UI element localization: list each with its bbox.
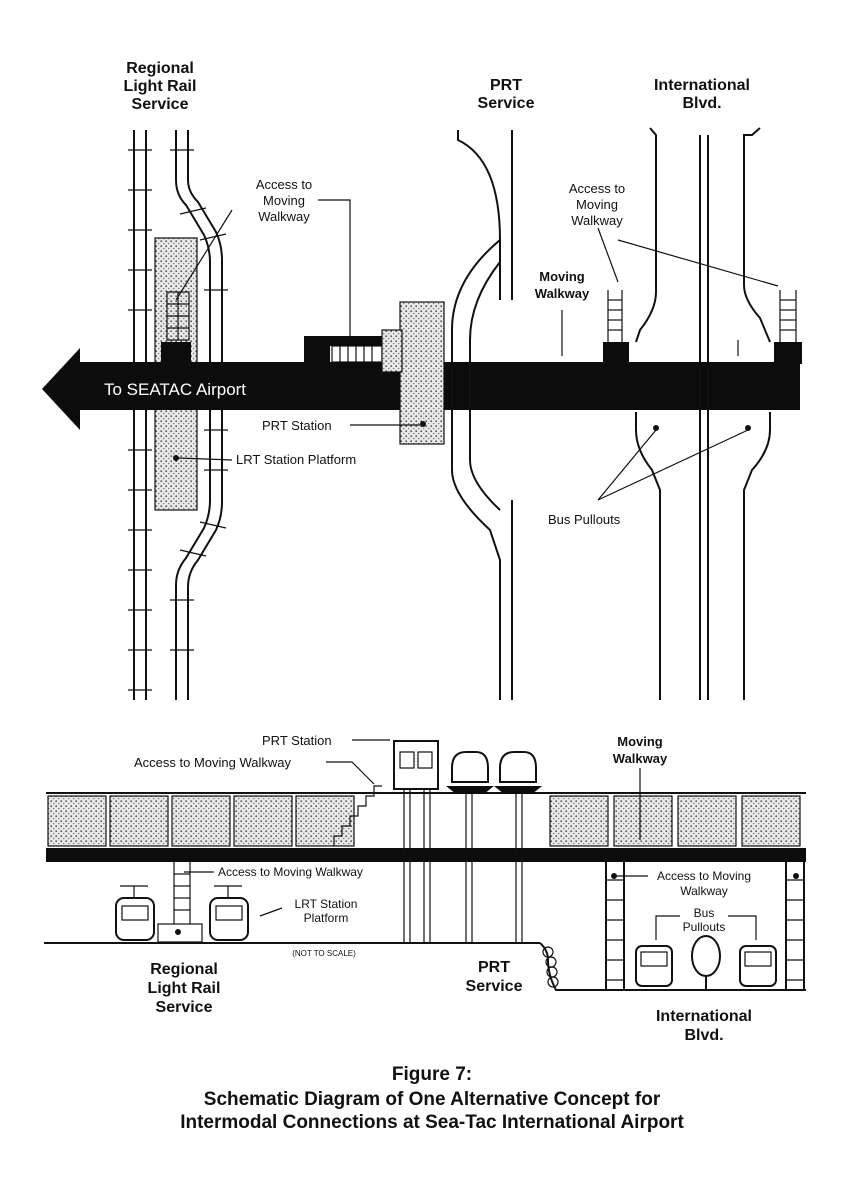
plan-prt-station-label: PRT Station — [262, 418, 332, 433]
plan-prt-label-1: PRT — [490, 77, 522, 94]
plan-access-left-1: Access to — [256, 177, 312, 192]
to-seatac-label: To SEATAC Airport — [104, 380, 246, 399]
plan-view: Regional Light Rail Service PRT Service … — [42, 60, 802, 700]
plan-access-right-3: Walkway — [571, 213, 623, 228]
plan-access-left-2: Moving — [263, 193, 305, 208]
section-intl-label-2: Blvd. — [684, 1027, 723, 1044]
section-prt-station-label: PRT Station — [262, 733, 332, 748]
section-leader-lines — [184, 739, 757, 940]
plan-moving-walkway-1: Moving — [539, 269, 585, 284]
plan-access-right-2: Moving — [576, 197, 618, 212]
figure-number: Figure 7: — [391, 1064, 473, 1085]
section-access-right-2: Walkway — [680, 884, 728, 898]
section-access-top-label: Access to Moving Walkway — [134, 755, 292, 770]
plan-intl-label-1: International — [654, 77, 750, 94]
section-moving-walkway-2: Walkway — [613, 751, 668, 766]
section-structure — [46, 785, 806, 862]
plan-rlr-label-2: Light Rail — [124, 78, 197, 95]
plan-rlr-label-3: Service — [132, 96, 189, 113]
international-blvd-plan — [607, 127, 797, 700]
section-ground — [44, 942, 806, 991]
plan-access-left-3: Walkway — [258, 209, 310, 224]
section-access-left-label: Access to Moving Walkway — [218, 865, 363, 879]
plan-prt-label-2: Service — [478, 95, 535, 112]
section-prt-label-1: PRT — [478, 959, 510, 976]
section-intl-blvd — [605, 862, 805, 990]
section-lrt-platform-2: Platform — [304, 911, 349, 925]
section-intl-label-1: International — [656, 1008, 752, 1025]
plan-access-right-1: Access to — [569, 181, 625, 196]
section-rlr-label-3: Service — [156, 999, 213, 1016]
section-moving-walkway-1: Moving — [617, 734, 663, 749]
section-view: PRT Station Access to Moving Walkway Mov… — [44, 733, 806, 1044]
section-bus-pullouts-2: Pullouts — [683, 920, 726, 934]
plan-labels: Regional Light Rail Service PRT Service … — [104, 60, 750, 527]
section-bus-pullouts-1: Bus — [694, 906, 715, 920]
not-to-scale-label: (NOT TO SCALE) — [292, 949, 356, 958]
lrt-tracks-plan — [128, 130, 228, 700]
section-lrt — [115, 862, 249, 943]
prt-guideway-plan — [451, 130, 513, 700]
section-labels: PRT Station Access to Moving Walkway Mov… — [134, 733, 752, 1044]
plan-intl-label-2: Blvd. — [682, 95, 721, 112]
section-prt-label-2: Service — [466, 978, 523, 995]
plan-moving-walkway-2: Walkway — [535, 286, 590, 301]
prt-station-plan — [381, 301, 445, 445]
section-lrt-platform-1: LRT Station — [295, 897, 358, 911]
section-prt — [393, 740, 542, 942]
figure-caption-line-1: Schematic Diagram of One Alternative Con… — [203, 1089, 661, 1110]
plan-lrt-platform-label: LRT Station Platform — [236, 452, 356, 467]
section-access-right-1: Access to Moving — [657, 869, 751, 883]
plan-bus-pullouts-label: Bus Pullouts — [548, 512, 621, 527]
section-rlr-label-1: Regional — [150, 961, 218, 978]
section-rlr-label-2: Light Rail — [148, 980, 221, 997]
plan-rlr-label-1: Regional — [126, 60, 194, 77]
plan-leader-lines — [175, 199, 779, 501]
figure-caption-line-2: Intermodal Connections at Sea-Tac Intern… — [180, 1112, 684, 1133]
